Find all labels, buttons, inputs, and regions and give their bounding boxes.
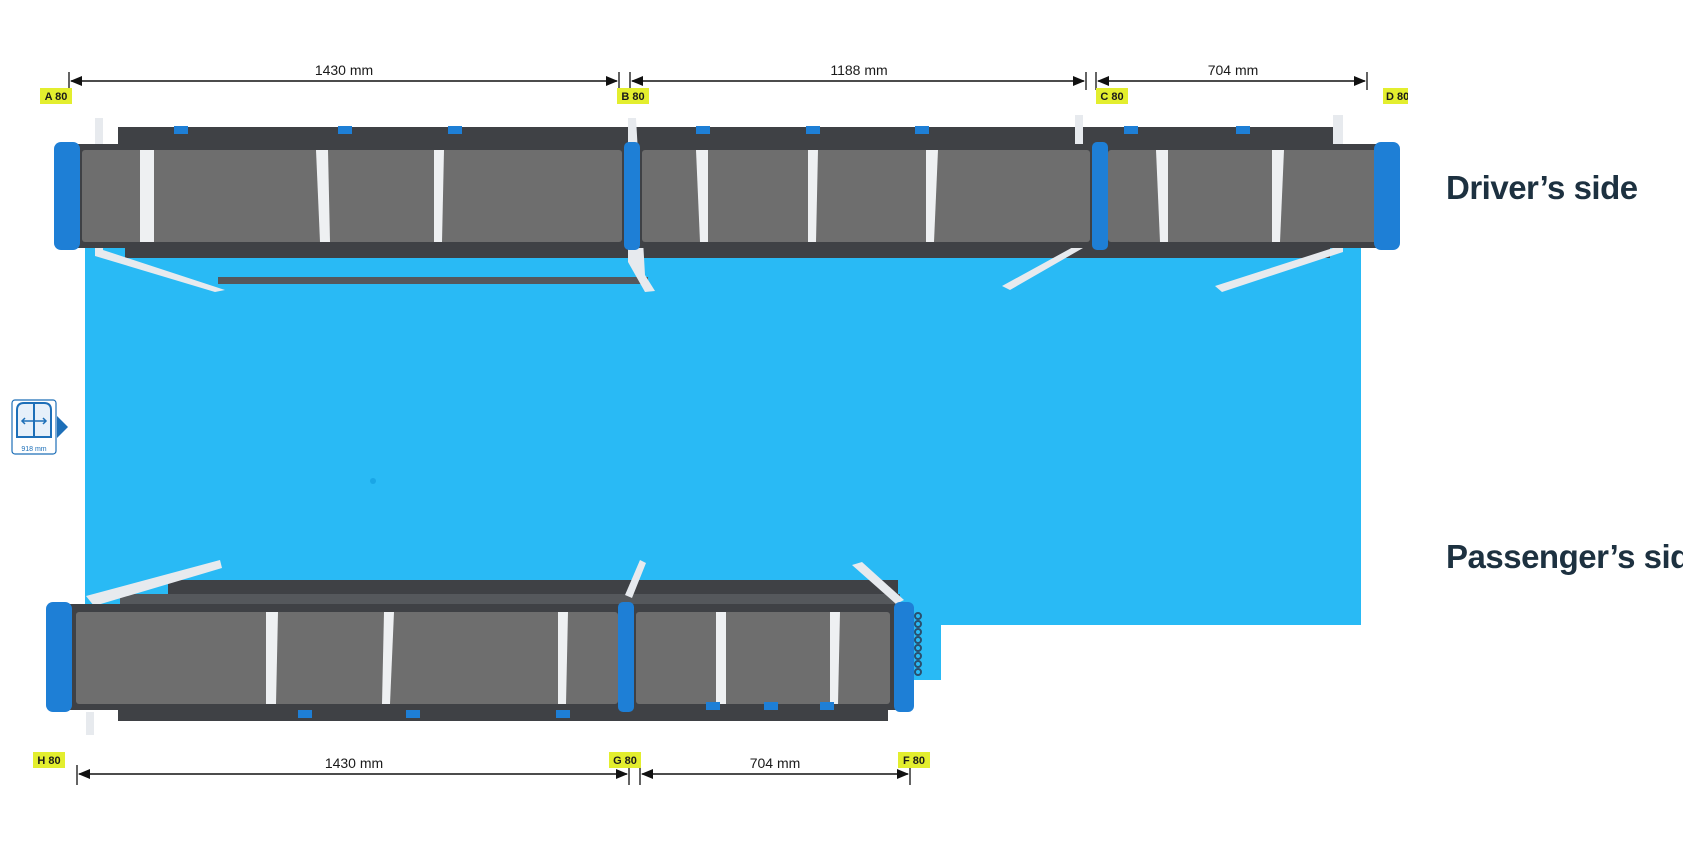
svg-text:F 80: F 80	[903, 755, 925, 767]
end-cap	[46, 602, 72, 712]
driver-shelf-row	[54, 115, 1400, 292]
dimension-label: 704 mm	[750, 755, 801, 771]
connector	[618, 602, 634, 712]
svg-text:H 80: H 80	[37, 755, 60, 767]
end-cap	[1374, 142, 1400, 250]
end-cap	[54, 142, 80, 250]
driver-shelf-unit-1	[72, 126, 632, 248]
floor-bracket	[852, 562, 904, 604]
connector	[624, 142, 640, 250]
svg-text:D 80: D 80	[1386, 91, 1409, 103]
passenger-shelf-row	[46, 560, 922, 735]
svg-text:A 80: A 80	[45, 91, 68, 103]
passenger-shelf-unit-2	[626, 604, 898, 710]
floor-bracket	[86, 712, 94, 735]
driver-rear-rail	[118, 127, 1333, 145]
dimension-label: 1430 mm	[325, 755, 383, 771]
drivers-side-label: Driver’s side	[1446, 169, 1638, 206]
marker-d: D 80	[1383, 88, 1409, 104]
driver-dimensions: 1430 mm 1188 mm 704 mm	[68, 62, 1368, 90]
marker-b: B 80	[617, 88, 649, 104]
connector	[1092, 142, 1108, 250]
badge-pointer	[57, 416, 68, 438]
marker-f: F 80	[898, 752, 930, 768]
position-markers: A 80 B 80 C 80 D 80 H 80	[33, 88, 1409, 768]
badge-width-label: 918 mm	[21, 446, 46, 453]
van-rear-door-icon	[16, 402, 52, 438]
passengers-side-label: Passenger’s side	[1446, 538, 1683, 575]
coiled-cable	[914, 612, 922, 676]
marker-c: C 80	[1096, 88, 1128, 104]
dimension-label: 704 mm	[1208, 62, 1259, 78]
rear-door-badge: 918 mm	[11, 399, 68, 455]
passenger-lower-rail	[118, 709, 888, 721]
van-floor	[85, 235, 1361, 680]
floor-bracket	[86, 560, 222, 606]
marker-g: G 80	[609, 752, 641, 768]
driver-lower-rail	[125, 246, 1330, 258]
marker-a: A 80	[40, 88, 72, 104]
passenger-rear-rail	[168, 580, 898, 594]
svg-text:C 80: C 80	[1100, 91, 1123, 103]
dimension-label: 1188 mm	[830, 62, 887, 78]
driver-shelf-unit-2	[632, 126, 1098, 248]
svg-text:G 80: G 80	[613, 755, 637, 767]
passenger-rear-rail-2	[120, 594, 900, 606]
floor-bracket	[625, 560, 646, 598]
passenger-dimensions: 1430 mm 704 mm	[76, 755, 911, 785]
driver-floor-rail	[218, 277, 648, 284]
floor-dot	[370, 478, 376, 484]
svg-text:B 80: B 80	[621, 91, 644, 103]
end-cap	[894, 602, 914, 712]
dimension-label: 1430 mm	[315, 62, 373, 78]
driver-shelf-unit-3	[1098, 126, 1388, 248]
marker-h: H 80	[33, 752, 65, 768]
passenger-shelf-unit-1	[64, 604, 626, 718]
